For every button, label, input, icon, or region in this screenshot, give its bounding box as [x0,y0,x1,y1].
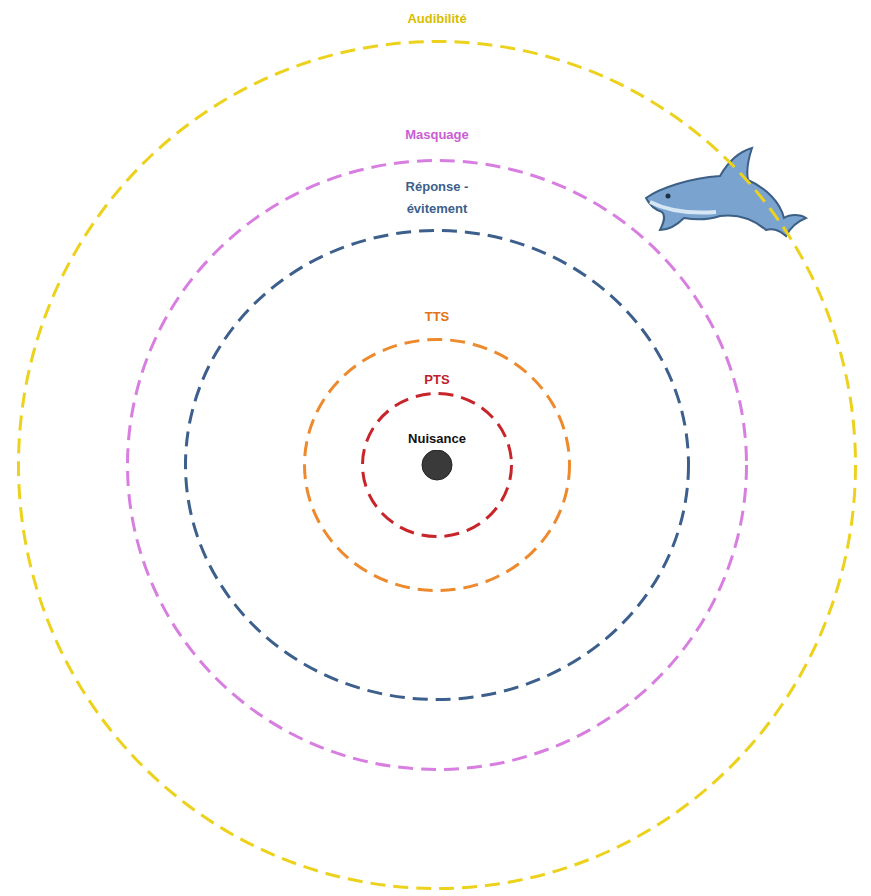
label-holder: TTS [287,306,587,328]
zone-label: Nuisance [405,428,469,450]
dashed-circle [186,231,689,700]
zone-ring: MasquageRéponse - évitementTTSPTSNuisanc… [126,159,748,771]
dot-shape [422,450,452,480]
dashed-circle [128,161,747,770]
zone-label: PTS [421,369,452,391]
zone-ring: Réponse - évitementTTSPTSNuisance [184,229,690,701]
zone-label: Audibilité [404,8,469,30]
dashed-circle [363,394,512,537]
source-dot: Nuisance [422,450,452,480]
dolphin [646,148,806,236]
label-holder: Masquage [287,124,587,146]
zone-ring: TTSPTSNuisance [303,338,571,592]
label-holder: Réponse - évitement [287,176,587,220]
label-holder: Nuisance [287,428,587,450]
zone-label: Réponse - évitement [389,176,485,220]
zone-ring: PTSNuisance [361,392,513,538]
dashed-circle [19,42,856,889]
label-holder: Audibilité [287,8,587,30]
zone-ring: AudibilitéMasquageRéponse - évitementTTS… [17,40,857,890]
dashed-circle [305,340,570,591]
zone-label: Masquage [402,124,472,146]
label-holder: PTS [287,369,587,391]
zone-label: TTS [422,306,453,328]
ring-outline [422,450,452,480]
